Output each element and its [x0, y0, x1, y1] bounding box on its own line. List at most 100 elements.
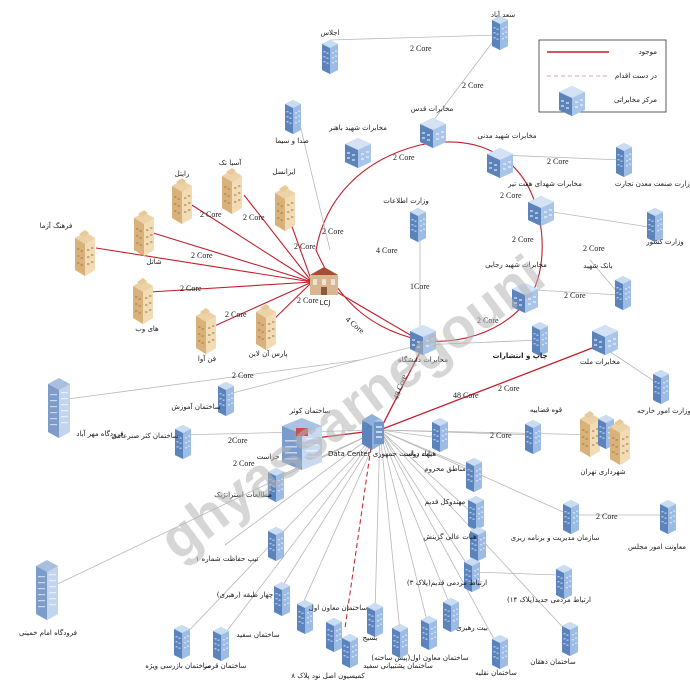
isp-building-icon	[256, 304, 276, 350]
building-icon	[285, 100, 301, 134]
node-label: ساختمان دهقان	[530, 658, 576, 666]
node-label: ساختمان سفید	[236, 631, 279, 639]
core-label: 2 Core	[297, 296, 319, 305]
core-label: 2 Core	[498, 384, 520, 393]
core-label: 2 Core	[547, 157, 569, 166]
node-label: ارتباط مردمی جدید(پلاک ۱۴)	[507, 596, 591, 604]
isp-building-icon	[133, 278, 153, 324]
node-label: هیات عالی گزینش	[423, 532, 477, 541]
building-icon	[616, 143, 632, 177]
building-icon	[647, 208, 663, 242]
node-label: وزارت امور خارجه	[637, 407, 690, 415]
telecom-center-icon	[528, 196, 554, 226]
building-icon	[532, 322, 548, 356]
building-icon	[268, 527, 284, 561]
core-label: 48 Core	[453, 391, 479, 400]
building-icon	[326, 618, 342, 652]
node-label: ساختمان کوثر	[289, 407, 331, 415]
isp-building-icon	[172, 178, 192, 224]
node-label: پارس آن لاین	[249, 349, 288, 358]
core-label: 2 Core	[191, 251, 213, 260]
node-label: کمیسیون اصل نود پلاک ۸	[291, 672, 365, 680]
node-label: مخابرات شهید باهنر	[328, 124, 387, 132]
node-label: چاپ و انتشارات	[492, 352, 547, 360]
core-label: 2 Core	[393, 153, 415, 162]
node-label: فرودگاه امام خمینی	[19, 628, 77, 637]
node-label: رایتل	[175, 170, 190, 178]
building-icon	[322, 40, 338, 74]
node-label: بیت رهبری	[456, 624, 488, 632]
node-label: مخابرات ملت	[580, 358, 620, 366]
isp-building-icon	[134, 210, 154, 256]
building-icon	[468, 496, 484, 530]
building-icon	[556, 565, 572, 599]
telecom-center-icon	[487, 148, 513, 178]
node-label: مطالعات استراتژیک	[214, 491, 272, 499]
building-icon	[421, 616, 437, 650]
core-label: 2 Core	[596, 512, 618, 521]
node-label: مخابرات شهید مدنی	[477, 132, 537, 140]
node-label: اجلاس	[321, 29, 340, 37]
node-label: سعد آباد	[491, 10, 515, 19]
core-label: 2 Core	[583, 244, 605, 253]
core-label: 4 Core	[376, 246, 398, 255]
building-icon	[563, 500, 579, 534]
node-label: سازمان مدیریت و برنامه ریزی	[511, 534, 600, 542]
building-icon	[492, 635, 508, 669]
node-label: مخابرات قدس	[411, 105, 454, 113]
building-icon	[342, 634, 358, 668]
isp-building-icon	[196, 308, 216, 354]
core-label: 2 Core	[200, 210, 222, 219]
telecom-center-icon	[592, 325, 618, 355]
node-label: معاونت امور مجلس	[628, 543, 686, 551]
node-label: ساختمان پشتیبانی سفید	[363, 662, 433, 670]
node-label: فرهنگ آزما	[40, 221, 73, 230]
node-label: شهرداری تهران	[580, 468, 625, 476]
node-label: Data Center نهاد ریاست جمهوری	[328, 450, 432, 458]
core-label: 2 Core	[477, 316, 499, 325]
node-label: صدا و سیما	[275, 137, 309, 145]
kowsar-building-icon	[282, 418, 322, 470]
isp-building-icon	[222, 168, 242, 214]
node-label: مناطق محروم	[424, 465, 466, 473]
planned-link	[344, 439, 373, 629]
isp-building-icon	[275, 185, 295, 231]
lcj-links	[95, 194, 413, 337]
building-icon	[466, 458, 482, 492]
legend-label: در دست اقدام	[615, 72, 657, 80]
core-label: 2 Core	[512, 235, 534, 244]
core-label: 4 Core	[344, 315, 367, 336]
node-label: LCJ	[320, 299, 331, 307]
telecom-center-icon	[420, 118, 446, 148]
node-label: هیات دولت	[404, 450, 437, 458]
core-label: 1Core	[410, 282, 430, 291]
core-label: 2Core	[228, 436, 248, 445]
node-label: ساختمان آموزش	[171, 402, 220, 411]
core-label: 2 Core	[322, 227, 344, 236]
node-label: شاتل	[146, 258, 161, 266]
node-label: ایرانسل	[272, 168, 295, 176]
node-label: ساختمان معاون اول	[309, 604, 368, 612]
building-icon	[392, 624, 408, 658]
node-label: وزارت کشور	[645, 238, 683, 246]
core-label: 2 Core	[564, 291, 586, 300]
node-label: ساختمان کثر صنرعامی	[111, 432, 178, 440]
building-icon	[432, 418, 448, 452]
data-center-icon	[362, 414, 384, 450]
building-icon	[410, 208, 426, 242]
building-icon	[274, 582, 290, 616]
building-icon	[562, 622, 578, 656]
building-icon	[367, 603, 383, 637]
node-label: بانک شهید	[583, 262, 612, 270]
node-label: آسیا تک	[219, 158, 243, 167]
lcj-building-icon	[310, 267, 338, 295]
node-label: چهار طبقه (رهبری)	[217, 591, 273, 599]
node-label: ساختمان بازرسی ویژه	[145, 662, 211, 670]
ring-link	[315, 141, 543, 342]
building-icon	[615, 276, 631, 310]
telecom-center-icon	[345, 138, 371, 168]
legend-building-icon	[559, 86, 585, 116]
node-label: ساختمان معاون اول(پیش ساخته)	[371, 654, 468, 662]
building-icon	[213, 627, 229, 661]
